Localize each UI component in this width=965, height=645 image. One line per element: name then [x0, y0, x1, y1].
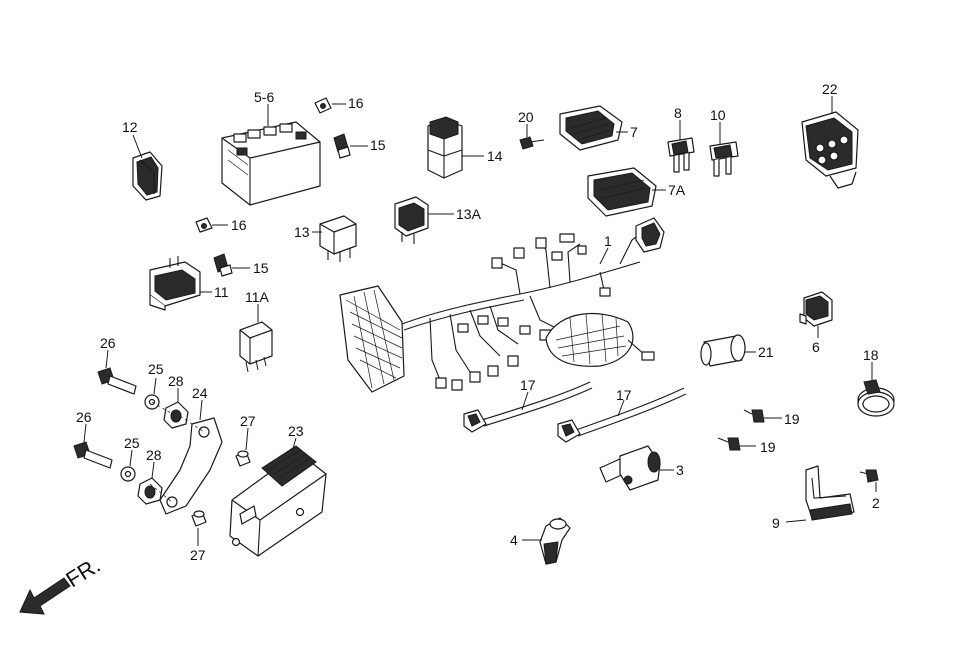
callout-15-mid: 15 — [253, 260, 269, 276]
part-7-regulator — [559, 105, 623, 151]
part-16-nut-top — [314, 97, 332, 114]
callout-7: 7 — [630, 124, 638, 140]
part-16-nut-mid — [195, 217, 213, 233]
part-8-fuse — [667, 137, 695, 173]
part-15-bolt-top — [333, 133, 351, 159]
part-27-collar-bottom — [191, 510, 207, 527]
callout-13a: 13A — [456, 206, 482, 222]
callout-25-top: 25 — [148, 361, 164, 377]
part-28-bushing-bottom — [137, 477, 163, 505]
callout-19-top: 19 — [784, 411, 800, 427]
callout-8: 8 — [674, 105, 682, 121]
part-23-ecu-module — [229, 445, 327, 557]
part-9-bracket — [805, 465, 855, 521]
part-22-connector — [801, 111, 859, 189]
part-14-connector-housing — [427, 116, 463, 179]
callout-24: 24 — [192, 385, 208, 401]
part-15-bolt-mid — [213, 253, 233, 277]
callout-1: 1 — [604, 233, 612, 249]
part-17-cable-tie-left — [463, 381, 593, 433]
callout-11a: 11A — [245, 289, 270, 305]
part-24-mounting-bracket — [149, 401, 223, 515]
callout-6: 6 — [812, 339, 820, 355]
callout-27-bottom: 27 — [190, 547, 206, 563]
callout-16-mid: 16 — [231, 217, 247, 233]
part-19-bolt-bottom — [717, 437, 741, 451]
callout-4: 4 — [510, 532, 518, 548]
part-11-relay-bracket — [149, 256, 201, 311]
part-10-fuse — [709, 141, 739, 177]
front-direction-arrow — [19, 577, 71, 615]
part-4-spark-plug-cap — [539, 517, 571, 565]
part-27-collar-top — [235, 450, 251, 467]
part-19-bolt-top — [743, 409, 765, 423]
callout-23: 23 — [288, 423, 304, 439]
part-2-bolt — [859, 469, 879, 483]
callout-12: 12 — [122, 119, 138, 135]
callout-5-6: 5-6 — [254, 89, 274, 105]
part-3-ignition-coil — [599, 445, 661, 491]
callout-3: 3 — [676, 462, 684, 478]
callout-28-top: 28 — [168, 373, 184, 389]
callout-17-left: 17 — [520, 377, 536, 393]
callout-18: 18 — [863, 347, 879, 363]
part-21-buzzer — [700, 334, 746, 367]
callout-27-top: 27 — [240, 413, 256, 429]
part-25-washer-bottom — [120, 466, 136, 482]
part-13a-relay — [394, 196, 429, 244]
part-26-bolt-bottom — [73, 441, 113, 469]
callout-16-top: 16 — [348, 95, 364, 111]
callout-19-bottom: 19 — [760, 439, 776, 455]
callout-26-bottom: 26 — [76, 409, 92, 425]
part-13-relay — [319, 215, 357, 262]
callout-10: 10 — [710, 107, 726, 123]
callout-14: 14 — [487, 148, 503, 164]
part-18-clamp — [857, 379, 895, 417]
part-7a-regulator — [587, 167, 657, 217]
callout-28-bottom: 28 — [146, 447, 162, 463]
callout-25-bottom: 25 — [124, 435, 140, 451]
callout-13: 13 — [294, 224, 310, 240]
callout-7a: 7A — [668, 182, 686, 198]
callout-15-top: 15 — [370, 137, 386, 153]
callout-26-top: 26 — [100, 335, 116, 351]
callout-2: 2 — [872, 495, 880, 511]
callout-9: 9 — [772, 515, 780, 531]
part-11a-relay — [239, 321, 273, 373]
part-20-bolt — [519, 136, 545, 150]
part-6-connector — [799, 291, 833, 327]
callout-20: 20 — [518, 109, 534, 125]
part-12-fuse-cover — [132, 151, 163, 201]
callout-22: 22 — [822, 81, 838, 97]
callout-11: 11 — [214, 284, 229, 300]
part-28-bushing-top — [163, 401, 189, 429]
callout-21: 21 — [758, 344, 774, 360]
part-5-6-battery — [221, 121, 321, 206]
part-17-cable-tie-right — [557, 387, 687, 443]
part-26-bolt-top — [97, 367, 137, 395]
callout-17-right: 17 — [616, 387, 632, 403]
part-1-wiring-harness — [339, 217, 665, 393]
